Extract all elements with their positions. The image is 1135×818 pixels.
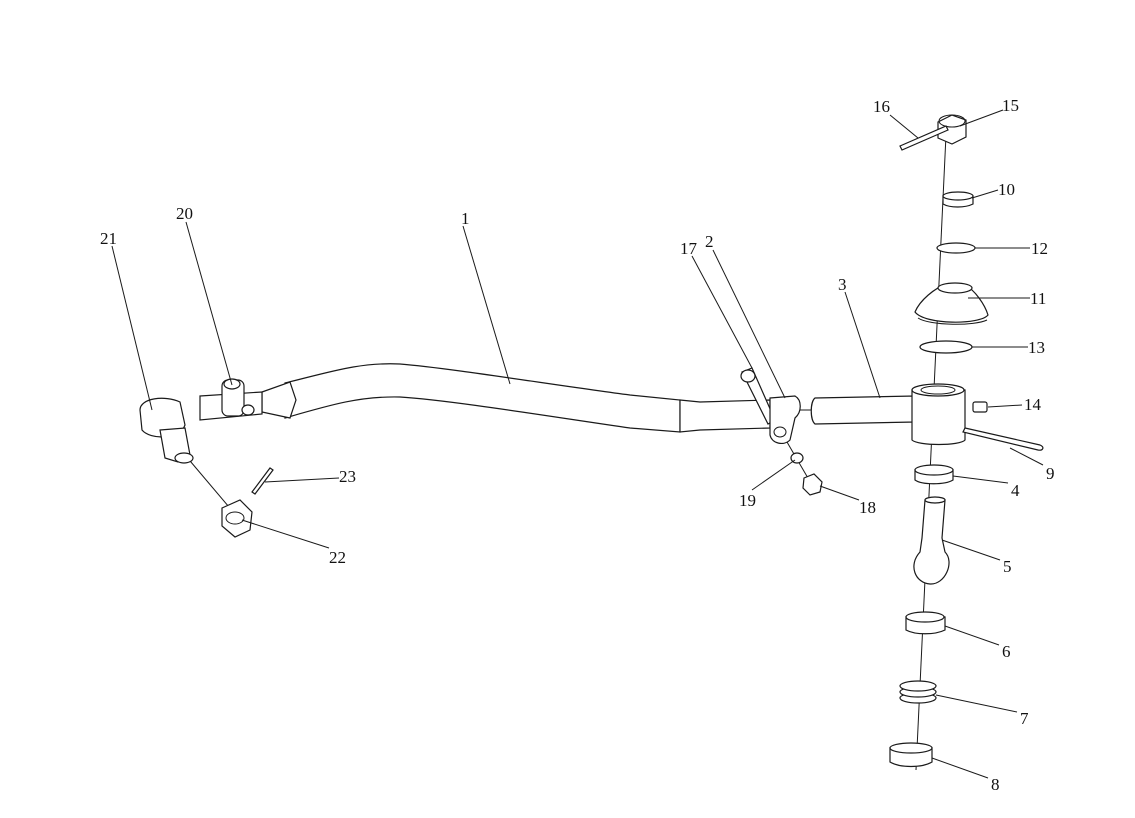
callout-10: 10 bbox=[998, 180, 1015, 199]
part-21-tie-rod-end bbox=[139, 397, 194, 464]
part-5-ball-stud bbox=[913, 496, 950, 585]
part-8-end-cap bbox=[889, 742, 933, 768]
callout-9: 9 bbox=[1046, 464, 1055, 483]
leader-lines bbox=[111, 109, 1044, 779]
part-14-grease-fitting bbox=[972, 401, 988, 413]
callout-2: 2 bbox=[705, 232, 714, 251]
callout-17: 17 bbox=[680, 239, 698, 258]
callout-6: 6 bbox=[1002, 642, 1011, 661]
callout-15: 15 bbox=[1002, 96, 1019, 115]
part-10-seal bbox=[942, 191, 974, 208]
callout-5: 5 bbox=[1003, 557, 1012, 576]
part-7-spring bbox=[899, 680, 937, 704]
part-2-clamp bbox=[769, 395, 801, 445]
part-15-castle-nut bbox=[937, 114, 967, 145]
callout-12: 12 bbox=[1031, 239, 1048, 258]
callout-19: 19 bbox=[739, 491, 756, 510]
part-3-socket-housing bbox=[810, 383, 966, 446]
part-4-bearing-seat bbox=[914, 464, 954, 485]
callout-18: 18 bbox=[859, 498, 876, 517]
part-17-bolt bbox=[740, 367, 776, 425]
callout-23: 23 bbox=[339, 467, 356, 486]
callout-8: 8 bbox=[991, 775, 1000, 794]
callout-1: 1 bbox=[461, 209, 470, 228]
part-9-cotter-pin bbox=[962, 427, 1044, 451]
callout-22: 22 bbox=[329, 548, 346, 567]
part-16-cotter-pin bbox=[899, 125, 949, 151]
callout-16: 16 bbox=[873, 97, 890, 116]
part-20-clamp bbox=[199, 378, 263, 421]
callout-11: 11 bbox=[1030, 289, 1046, 308]
part-12-ring bbox=[936, 242, 976, 254]
callout-20: 20 bbox=[176, 204, 193, 223]
part-13-ring bbox=[919, 340, 973, 354]
part-6-bearing bbox=[905, 611, 946, 635]
callout-21: 21 bbox=[100, 229, 117, 248]
part-11-dust-boot bbox=[914, 282, 989, 325]
callout-4: 4 bbox=[1011, 481, 1020, 500]
part-22-castle-nut bbox=[221, 499, 253, 538]
callout-3: 3 bbox=[838, 275, 847, 294]
part-23-cotter-pin bbox=[251, 467, 274, 495]
callout-7: 7 bbox=[1020, 709, 1029, 728]
part-1-tie-rod-tube bbox=[261, 363, 771, 433]
callout-14: 14 bbox=[1024, 395, 1042, 414]
part-18-nut bbox=[802, 473, 823, 496]
callout-13: 13 bbox=[1028, 338, 1045, 357]
assembly-axis-line bbox=[915, 134, 947, 771]
